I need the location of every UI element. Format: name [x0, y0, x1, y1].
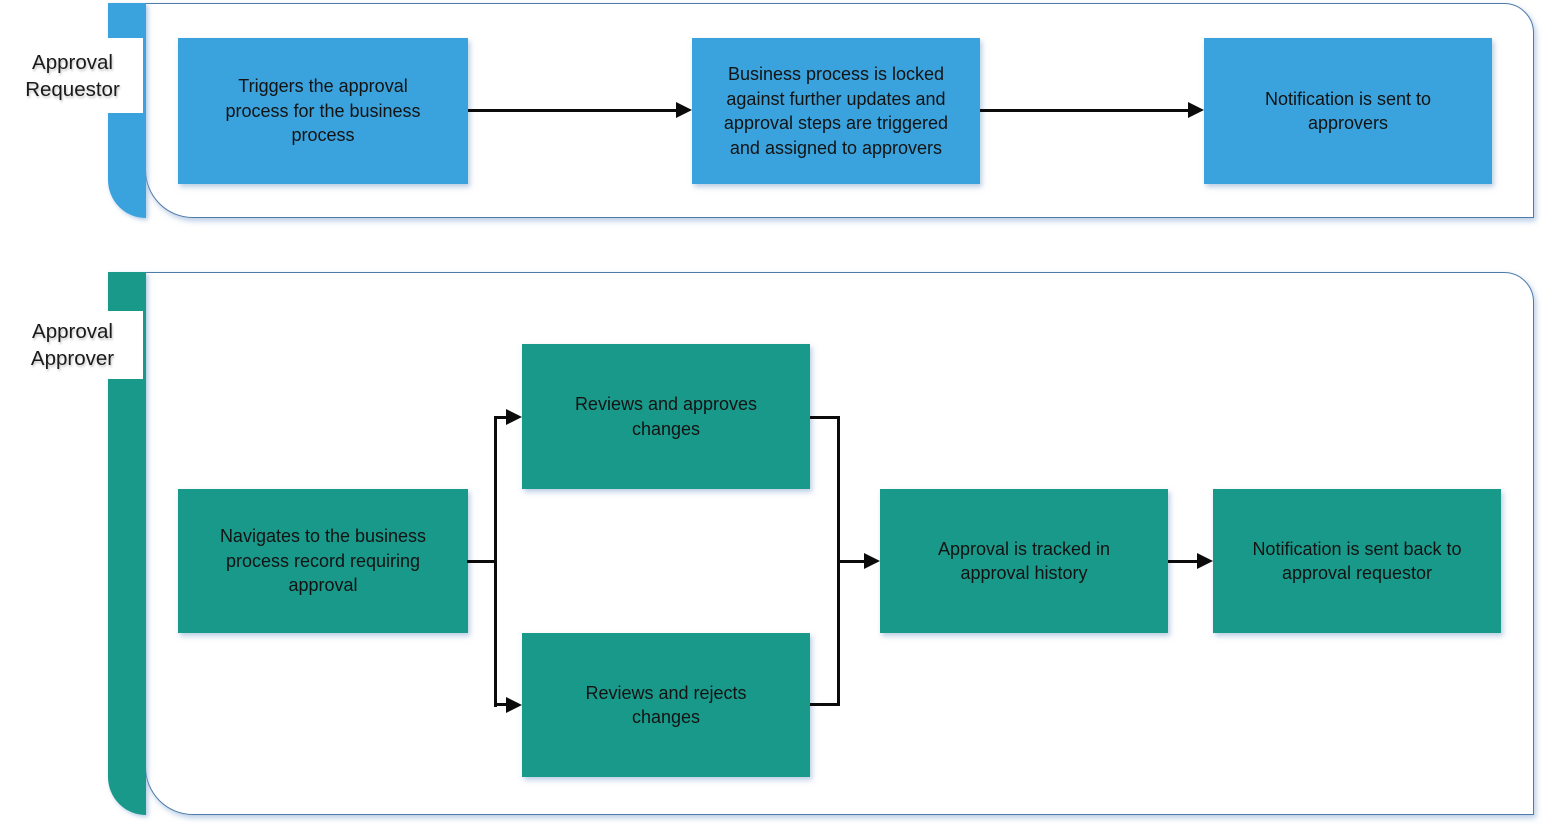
node-process-locked-text: Business process is locked against furth…	[723, 64, 949, 158]
connector-rejects-out	[810, 703, 840, 706]
arrowhead-icon	[676, 102, 692, 118]
arrowhead-icon	[506, 696, 522, 713]
lane-label-strip-approver: Approval Approver	[2, 311, 143, 379]
arrowhead-icon	[864, 553, 880, 569]
node-reviews-approves: Reviews and approves changes	[522, 344, 810, 489]
arrowhead-icon	[1188, 102, 1204, 118]
lane-label-approver: Approval Approver	[30, 320, 115, 370]
connector-approves-out	[810, 415, 840, 419]
connector-triggers-to-locked	[468, 108, 678, 112]
connector-branch-to-approves	[494, 415, 508, 419]
arrowhead-icon	[506, 409, 522, 425]
node-reviews-rejects: Reviews and rejects changes	[522, 633, 810, 777]
connector-tracked-to-notify	[1168, 559, 1199, 563]
connector-branch-vertical	[494, 415, 497, 707]
node-reviews-rejects-text: Reviews and rejects changes	[585, 682, 747, 728]
connector-locked-to-notify	[980, 108, 1190, 112]
node-notification-to-approvers: Notification is sent to approvers	[1204, 38, 1492, 184]
node-triggers-approval-text: Triggers the approval process for the bu…	[225, 76, 421, 146]
node-notification-to-requestor: Notification is sent back to approval re…	[1213, 489, 1501, 633]
node-approval-tracked: Approval is tracked in approval history	[880, 489, 1168, 633]
connector-navigates-stem	[467, 559, 497, 563]
connector-branch-to-rejects	[494, 703, 508, 706]
node-navigates-record-text: Navigates to the business process record…	[219, 526, 427, 596]
node-triggers-approval: Triggers the approval process for the bu…	[178, 38, 468, 184]
lane-label-requestor: Approval Requestor	[25, 50, 120, 101]
lane-label-strip-requestor: Approval Requestor	[2, 38, 143, 113]
node-process-locked: Business process is locked against furth…	[692, 38, 980, 184]
connector-to-tracked	[837, 559, 866, 563]
arrowhead-icon	[1197, 553, 1213, 569]
node-reviews-approves-text: Reviews and approves changes	[574, 394, 758, 439]
node-approval-tracked-text: Approval is tracked in approval history	[937, 538, 1111, 584]
node-notification-to-approvers-text: Notification is sent to approvers	[1264, 88, 1432, 134]
node-notification-to-requestor-text: Notification is sent back to approval re…	[1252, 538, 1462, 584]
node-navigates-record: Navigates to the business process record…	[178, 489, 468, 633]
